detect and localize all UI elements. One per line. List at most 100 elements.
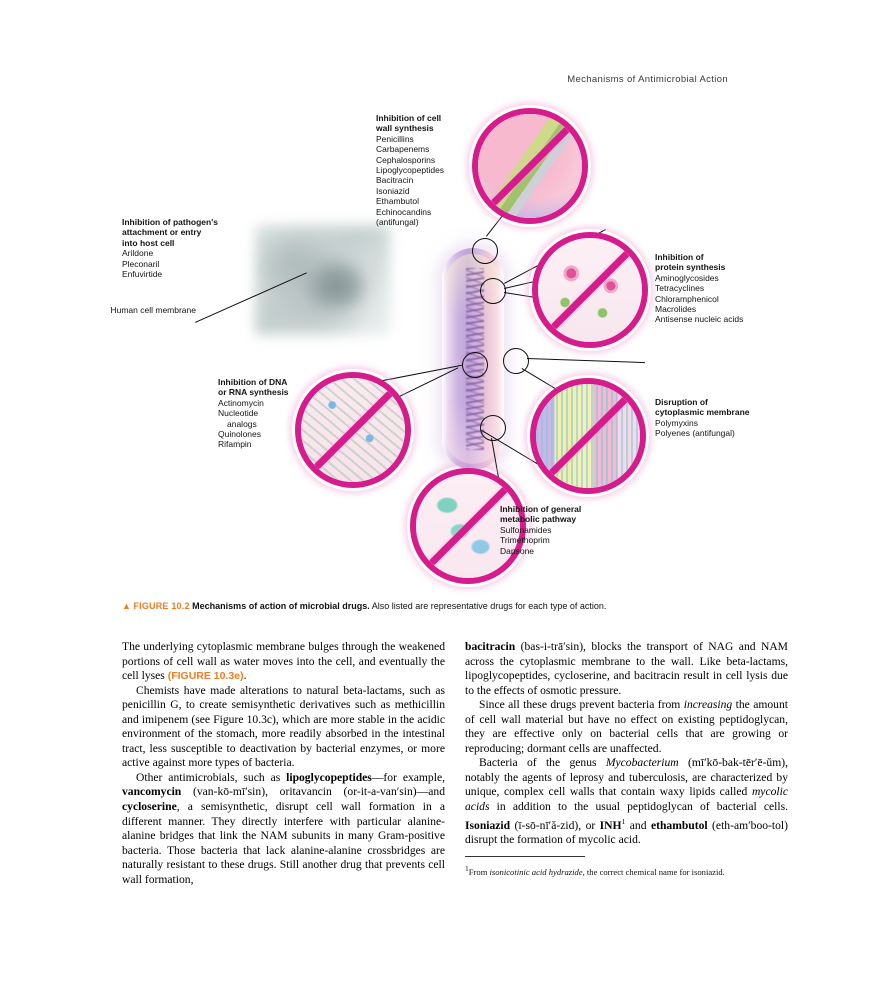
paragraph-left-3: Other antimicrobials, such as lipoglycop… xyxy=(122,771,445,887)
paragraph-right-1: bacitracin (bas-i-trā′sin), blocks the t… xyxy=(465,640,788,698)
marker-circle-membrane xyxy=(503,348,529,374)
footnote-reference-marker[interactable]: 1 xyxy=(621,816,626,826)
host-label-line2: cell membrane xyxy=(140,305,196,315)
label-pathogen-attachment: Inhibition of pathogen's attachment or e… xyxy=(122,217,252,279)
magnified-circle-dna-rna-synthesis xyxy=(295,372,411,488)
para-text: (mī′kō-bak-tēr′ē-ŭm), notably the agents… xyxy=(465,756,788,799)
label-dna-rna-synthesis: Inhibition of DNA or RNA synthesis Actin… xyxy=(218,377,318,450)
body-column-left: The underlying cytoplasmic membrane bulg… xyxy=(122,640,445,887)
para-text: —for example, xyxy=(371,770,445,784)
footnote: 1From isonicotinic acid hydrazide, the c… xyxy=(465,856,788,878)
running-head: Mechanisms of Antimicrobial Action xyxy=(567,74,728,85)
label-heading-line1: Inhibition of cell xyxy=(376,113,442,123)
term-lipoglycopeptides: lipoglycopeptides xyxy=(286,770,372,784)
circle-disc xyxy=(410,468,526,584)
drug-item: Macrolides xyxy=(655,304,697,315)
para-text: . xyxy=(243,669,247,683)
para-text: Since all these drugs prevent bacteria f… xyxy=(479,698,684,712)
caption-triangle-icon: ▲ xyxy=(122,601,131,611)
term-bacitracin: bacitracin xyxy=(465,640,516,653)
label-heading-line2: protein synthesis xyxy=(655,262,726,273)
footnote-italic-term: isonicotinic acid hydrazide xyxy=(489,866,583,877)
term-mycolic-acids: mycolic acids xyxy=(465,785,788,814)
circle-disc xyxy=(472,108,588,224)
drug-item: Carbapenems xyxy=(376,144,430,155)
para-text: The underlying cytoplasmic membrane bulg… xyxy=(122,640,445,683)
para-text: the amount of cell wall material but hav… xyxy=(465,698,788,755)
label-heading-line1: Inhibition of DNA xyxy=(218,377,288,387)
label-cytoplasmic-membrane: Disruption of cytoplasmic membrane Polym… xyxy=(655,397,780,439)
drug-item: Arildone xyxy=(122,248,154,259)
drug-item: Chloramphenicol xyxy=(655,293,719,304)
para-text: (van-kō-mī′sin), oritavancin (or-it-a-va… xyxy=(181,785,445,799)
label-heading-line1: Inhibition of pathogen's xyxy=(122,217,218,227)
genus-mycobacterium: Mycobacterium xyxy=(605,756,679,770)
drug-item: Actinomycin xyxy=(218,397,264,408)
circle-disc xyxy=(530,378,646,494)
footnote-part: From xyxy=(468,866,490,877)
drug-item: Sulfonamides xyxy=(500,524,552,535)
label-heading-line2: metabolic pathway xyxy=(500,514,577,525)
drug-item: Quinolones xyxy=(218,429,262,440)
drug-item: Bacitracin xyxy=(376,175,414,186)
drug-item: analogs xyxy=(227,418,257,429)
para-text: (bas-i-trā′sin), blocks the transport of… xyxy=(465,640,788,697)
label-heading-line2: or RNA synthesis xyxy=(218,387,289,398)
drug-item: Pleconaril xyxy=(122,258,160,269)
label-heading-line1: Inhibition of xyxy=(655,252,704,262)
marker-circle-metabolic xyxy=(480,415,506,441)
drug-item: Cephalosporins xyxy=(376,154,436,165)
figure-caption: ▲ FIGURE 10.2 Mechanisms of action of mi… xyxy=(122,600,762,612)
host-label-line1: Human xyxy=(110,305,138,315)
paragraph-right-2: Since all these drugs prevent bacteria f… xyxy=(465,698,788,756)
para-text: , a semisynthetic, disrupt cell wall for… xyxy=(122,800,445,886)
drug-item: Ethambutol xyxy=(376,196,419,207)
drug-item: (antifungal) xyxy=(376,217,419,228)
label-human-cell-membrane: Human cell membrane xyxy=(110,305,196,315)
drug-item: Polyenes (antifungal) xyxy=(655,428,735,439)
figure-10-2-illustration: Inhibition of cell wall synthesis Penici… xyxy=(110,100,770,590)
drug-item: Nucleotide xyxy=(218,408,259,419)
leader-line-membrane xyxy=(526,358,645,364)
term-inh: INH xyxy=(599,818,622,832)
drug-item: Tetracyclines xyxy=(655,283,705,294)
label-cell-wall-synthesis: Inhibition of cell wall synthesis Penici… xyxy=(376,113,472,227)
term-ethambutol: ethambutol xyxy=(650,818,708,832)
label-protein-synthesis: Inhibition of protein synthesis Aminogly… xyxy=(655,252,773,325)
drug-item: Polymyxins xyxy=(655,417,698,428)
footnote-text: 1From isonicotinic acid hydrazide, the c… xyxy=(465,863,788,878)
drug-item: Enfuvirtide xyxy=(122,269,163,280)
caption-title: Mechanisms of action of microbial drugs. xyxy=(192,601,370,611)
caption-figure-number: FIGURE 10.2 xyxy=(133,601,190,611)
drug-item: Lipoglycopeptides xyxy=(376,165,445,176)
footnote-marker: 1 xyxy=(465,864,469,873)
figure-reference-link[interactable]: (FIGURE 10.3e) xyxy=(167,670,244,683)
para-text: in addition to the usual peptidoglycan o… xyxy=(489,800,788,814)
marker-circle-dna xyxy=(462,352,488,378)
term-isoniazid: Isoniazid xyxy=(465,818,511,832)
drug-item: Antisense nucleic acids xyxy=(655,314,744,325)
para-text: Chemists have made alterations to natura… xyxy=(122,683,445,770)
drug-item: Trimethoprim xyxy=(500,535,550,546)
label-heading-line2: cytoplasmic membrane xyxy=(655,407,750,418)
term-vancomycin: vancomycin xyxy=(122,785,182,799)
para-text: Other antimicrobials, such as xyxy=(136,770,287,784)
term-cycloserine: cycloserine xyxy=(122,800,177,814)
label-metabolic-pathway: Inhibition of general metabolic pathway … xyxy=(500,504,620,556)
caption-description: Also listed are representative drugs for… xyxy=(371,601,607,611)
label-heading-line3: into host cell xyxy=(122,237,175,248)
para-text: Bacteria of the genus xyxy=(479,756,606,770)
marker-circle-cell-wall xyxy=(472,238,498,264)
para-text: and xyxy=(625,818,651,832)
drug-item: Dapsone xyxy=(500,545,535,556)
drug-item: Echinocandins xyxy=(376,206,432,217)
label-heading-line1: Disruption of xyxy=(655,397,708,407)
body-column-right: bacitracin (bas-i-trā′sin), blocks the t… xyxy=(465,640,788,848)
drug-item: Rifampin xyxy=(218,439,252,450)
paragraph-right-3: Bacteria of the genus Mycobacterium (mī′… xyxy=(465,756,788,847)
label-heading-line2: attachment or entry xyxy=(122,227,202,238)
magnified-circle-protein-synthesis xyxy=(532,232,648,348)
human-cell-membrane-image xyxy=(255,225,390,335)
footnote-part: , the correct chemical name for isoniazi… xyxy=(582,866,725,877)
